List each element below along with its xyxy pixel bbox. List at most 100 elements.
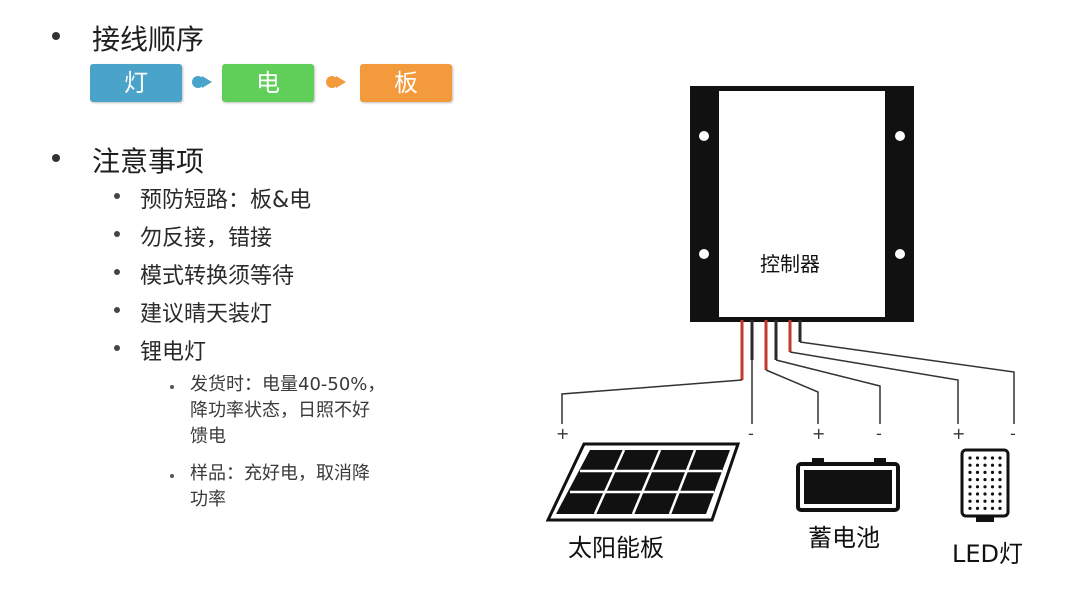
- subnote-1: 发货时：电量40-50%， 降功率状态，日照不好 馈电: [190, 372, 385, 450]
- subnote-1-line2: 降功率状态，日照不好: [190, 400, 370, 421]
- subnote-1-line1: 发货时：电量40-50%，: [190, 374, 386, 395]
- led-dot: [983, 499, 987, 503]
- sub-bullet-2: [114, 231, 120, 237]
- subnote-2: 样品：充好电，取消降 功率: [190, 461, 370, 513]
- battery: [796, 458, 900, 512]
- led-dot: [983, 506, 987, 510]
- sub-bullet-3: [114, 269, 120, 275]
- led-dot: [975, 506, 980, 510]
- led-dot: [968, 470, 972, 474]
- battery-terminal-pos: [812, 458, 824, 464]
- led-dot: [998, 506, 1002, 510]
- led-dot: [968, 456, 972, 460]
- led-dots: [968, 456, 1002, 510]
- led-mount: [976, 516, 994, 522]
- mount-hole-tl: [699, 131, 709, 141]
- terminal-sign-led-neg: -: [1010, 424, 1016, 443]
- arrow-1-tip: [202, 76, 212, 88]
- controller-label: 控制器: [760, 252, 820, 276]
- step-box-light: 灯: [90, 64, 182, 102]
- led-dot: [990, 456, 995, 460]
- controller: [690, 86, 914, 322]
- sub-bullet-1: [114, 193, 120, 199]
- step-box-panel: 板: [360, 64, 452, 102]
- solar-panel: [545, 442, 741, 522]
- bullet-2: [52, 154, 60, 162]
- led-dot: [975, 463, 980, 467]
- led-dot: [990, 485, 995, 489]
- led-dot: [975, 456, 980, 460]
- led-dot: [998, 499, 1002, 503]
- step-label-panel: 板: [394, 69, 418, 97]
- mount-hole-bl: [699, 249, 709, 259]
- led-dot: [968, 499, 972, 503]
- subnote-2-line2: 功率: [190, 489, 226, 510]
- led-dot: [990, 478, 995, 482]
- led-dot: [983, 485, 987, 489]
- step-label-light: 灯: [124, 69, 148, 97]
- led-dot: [990, 492, 995, 496]
- led-dot: [968, 463, 972, 467]
- led-dot: [990, 470, 995, 474]
- controller-face: [717, 89, 887, 319]
- led-dot: [998, 485, 1002, 489]
- led-dot: [975, 492, 980, 496]
- note-item-3: 模式转换须等待: [140, 264, 295, 289]
- terminal-sign-battery-neg: -: [876, 424, 882, 443]
- mount-hole-tr: [895, 131, 905, 141]
- arrow-2-dot: [326, 76, 338, 88]
- step-box-battery: 电: [222, 64, 314, 102]
- battery-label: 蓄电池: [808, 524, 880, 552]
- led-dot: [990, 506, 995, 510]
- section-heading-wiring-order: 接线顺序: [92, 23, 205, 56]
- wire-stubs: [740, 320, 802, 380]
- solar-panel-cells: [556, 450, 730, 514]
- led-dot: [975, 478, 980, 482]
- arrow-1-dot: [192, 76, 204, 88]
- led-dot: [968, 485, 972, 489]
- led-dot: [975, 499, 980, 503]
- led-label: LED灯: [952, 540, 1024, 568]
- terminal-sign-battery-pos: +: [812, 424, 826, 443]
- led-dot: [983, 470, 987, 474]
- mount-hole-br: [895, 249, 905, 259]
- led-housing: [960, 448, 1010, 518]
- subnote-2-line1: 样品：充好电，取消降: [190, 463, 370, 484]
- terminal-sign-solar-pos: +: [556, 424, 570, 443]
- sub-sub-bullet-2: [170, 474, 174, 478]
- bullet-1: [52, 32, 60, 40]
- led-dot: [998, 463, 1002, 467]
- led-dot: [983, 492, 987, 496]
- arrow-2-tip: [336, 76, 346, 88]
- led-dot: [998, 456, 1002, 460]
- note-item-4: 建议晴天装灯: [140, 302, 273, 327]
- led-dot: [968, 478, 972, 482]
- led-dot: [975, 485, 980, 489]
- led-dot: [968, 492, 972, 496]
- led-dot: [998, 478, 1002, 482]
- led-lamp: [960, 448, 1010, 522]
- wires: [561, 341, 1015, 424]
- battery-terminal-neg: [874, 458, 886, 464]
- note-item-2: 勿反接，错接: [140, 226, 273, 251]
- note-item-5: 锂电灯: [140, 340, 207, 365]
- terminal-sign-solar-neg: -: [748, 424, 754, 443]
- led-dot: [998, 470, 1002, 474]
- step-label-battery: 电: [256, 69, 280, 97]
- sub-bullet-4: [114, 307, 120, 313]
- led-dot: [983, 456, 987, 460]
- subnote-1-line3: 馈电: [190, 426, 226, 447]
- battery-inner: [804, 470, 892, 504]
- terminal-sign-led-pos: +: [952, 424, 966, 443]
- led-dot: [975, 470, 980, 474]
- led-dot: [990, 463, 995, 467]
- led-dot: [983, 463, 987, 467]
- solar-panel-label: 太阳能板: [568, 534, 664, 562]
- sub-bullet-5: [114, 345, 120, 351]
- led-dot: [983, 478, 987, 482]
- led-dot: [990, 499, 995, 503]
- section-heading-notes: 注意事项: [92, 145, 205, 178]
- sub-sub-bullet-1: [170, 385, 174, 389]
- note-item-1: 预防短路：板&电: [140, 188, 312, 213]
